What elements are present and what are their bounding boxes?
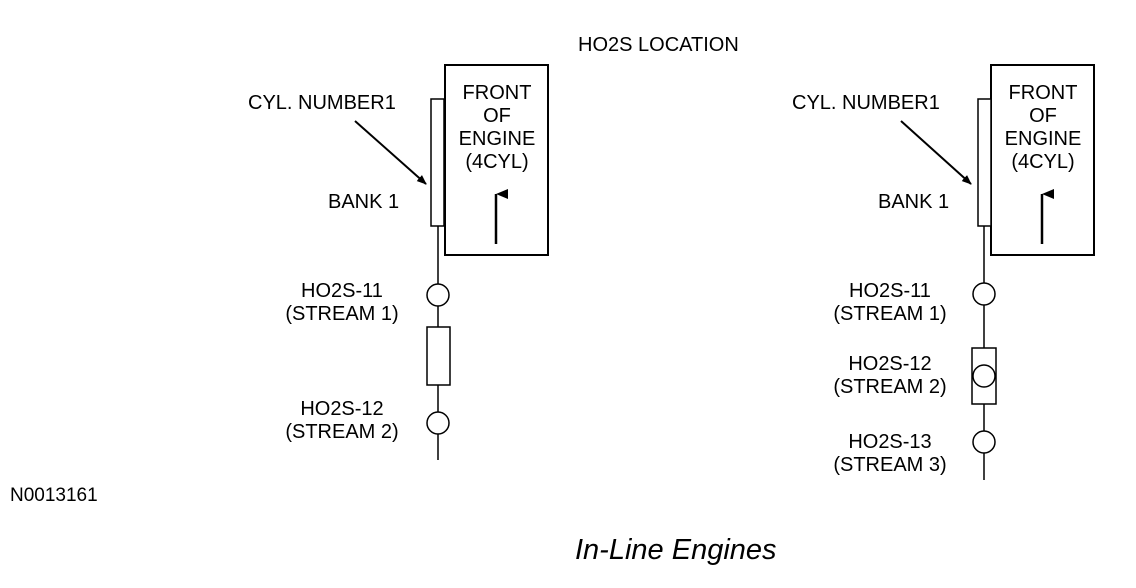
left-cyl-label: CYL. NUMBER1 [248, 92, 396, 114]
left-engine [354, 64, 549, 460]
right-sensor-2-label: HO2S-12 (STREAM 2) [833, 353, 947, 398]
right-sensor-1-label: HO2S-11 (STREAM 1) [833, 280, 947, 325]
right-sensor-3-circle [972, 430, 996, 454]
left-front-line-2: OF [483, 105, 511, 127]
right-front-line-2: OF [1029, 105, 1057, 127]
left-sensor-2-circle [426, 411, 450, 435]
right-front-label: FRONT OF ENGINE (4CYL) [993, 82, 1093, 174]
right-sensor-3-label: HO2S-13 (STREAM 3) [833, 431, 947, 476]
figure-id: N0013161 [10, 485, 98, 506]
left-front-line-4: (4CYL) [465, 151, 529, 173]
left-catalyst [426, 326, 451, 386]
right-cylinder-bank-strip [977, 98, 992, 227]
left-bank-label: BANK 1 [328, 191, 400, 213]
page-title: HO2S LOCATION [578, 34, 739, 56]
left-sensor-2-label: HO2S-12 (STREAM 2) [285, 398, 399, 443]
right-front-line-1: FRONT [1008, 82, 1078, 104]
right-cyl-label: CYL. NUMBER1 [792, 92, 940, 114]
left-cylinder-bank-strip [430, 98, 445, 227]
right-sensor-2-circle [972, 364, 996, 388]
right-sensor-1-circle [972, 282, 996, 306]
right-engine [900, 64, 1095, 480]
left-sensor-1-circle [426, 283, 450, 307]
figure-caption: In-Line Engines [575, 534, 777, 566]
left-front-label: FRONT OF ENGINE (4CYL) [447, 82, 547, 174]
left-front-line-1: FRONT [462, 82, 532, 104]
right-cyl-arrow [900, 120, 972, 185]
left-sensor-1-label: HO2S-11 (STREAM 1) [285, 280, 399, 325]
right-bank-label: BANK 1 [878, 191, 950, 213]
right-front-line-4: (4CYL) [1011, 151, 1075, 173]
left-front-line-3: ENGINE [458, 128, 536, 150]
right-front-line-3: ENGINE [1004, 128, 1082, 150]
left-cyl-arrow [354, 120, 427, 185]
left-engine-front-box [444, 64, 549, 256]
